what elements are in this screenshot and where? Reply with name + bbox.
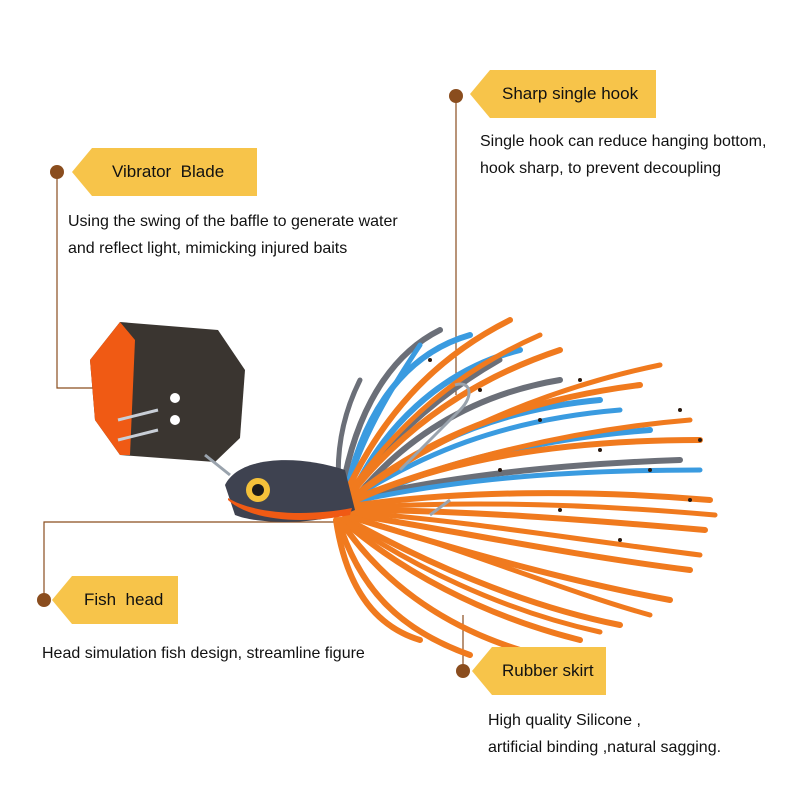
description-line: Head simulation fish design, streamline … xyxy=(42,645,365,662)
skirt-orange-strands xyxy=(333,317,718,658)
description-fish-head: Head simulation fish design, streamline … xyxy=(42,640,365,667)
hook xyxy=(398,382,471,517)
leader-dot-icon xyxy=(456,664,470,678)
label-text: Sharp single hook xyxy=(502,84,639,103)
blade-connector xyxy=(204,453,231,477)
label-sharp-single-hook: Sharp single hook xyxy=(470,70,656,118)
leader-lines xyxy=(43,96,464,668)
vibrator-blade xyxy=(90,322,245,462)
label-fish-head: Fish head xyxy=(52,576,178,624)
description-line: hook sharp, to prevent decoupling xyxy=(480,160,722,177)
leader-dot-icon xyxy=(449,89,463,103)
skirt-speckles xyxy=(428,358,702,542)
description-line: Using the swing of the baffle to generat… xyxy=(68,213,398,230)
description-vibrator-blade: Using the swing of the baffle to generat… xyxy=(68,208,398,262)
description-line: and reflect light, mimicking injured bai… xyxy=(68,240,348,257)
label-text: Fish head xyxy=(84,590,164,609)
description-sharp-single-hook: Single hook can reduce hanging bottom, h… xyxy=(480,128,766,182)
label-rubber-skirt: Rubber skirt xyxy=(472,647,606,695)
description-rubber-skirt: High quality Silicone , artificial bindi… xyxy=(488,707,721,761)
label-vibrator-blade: Vibrator Blade xyxy=(72,148,257,196)
leader-dot-icon xyxy=(50,165,64,179)
leader-dot-icon xyxy=(37,593,51,607)
description-line: Single hook can reduce hanging bottom, xyxy=(480,133,767,150)
label-text: Vibrator Blade xyxy=(112,162,225,181)
description-line: artificial binding ,natural sagging. xyxy=(488,739,722,756)
fish-head xyxy=(225,460,355,522)
label-text: Rubber skirt xyxy=(502,661,594,680)
description-line: High quality Silicone , xyxy=(488,712,641,729)
skirt-back-strands xyxy=(335,327,703,508)
